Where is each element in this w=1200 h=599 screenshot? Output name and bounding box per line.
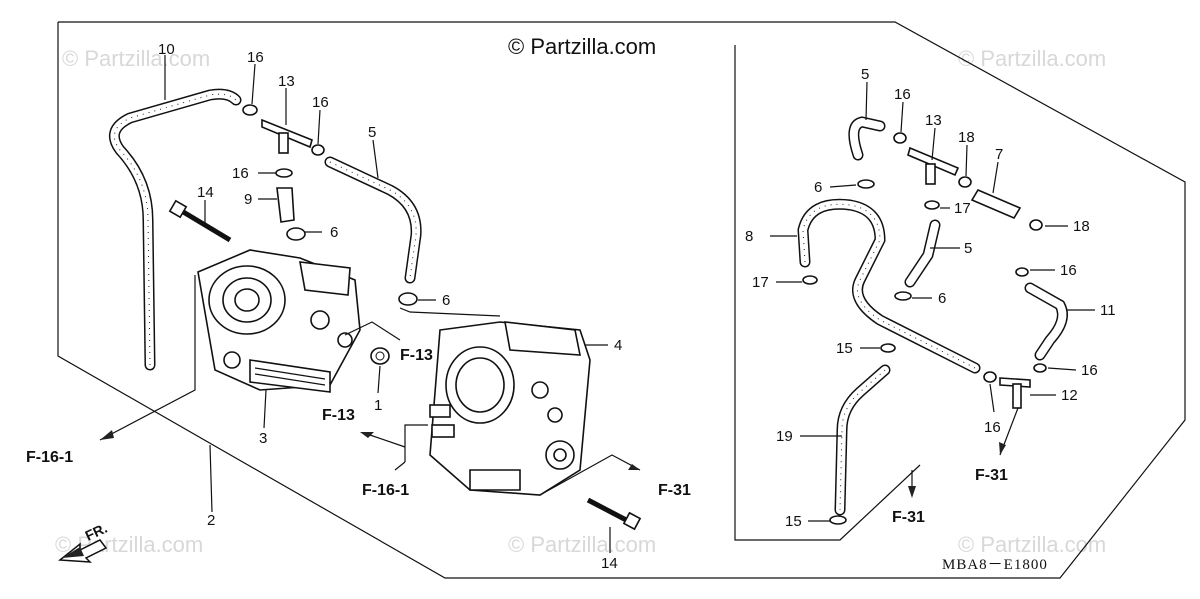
clip-6-a — [286, 227, 306, 241]
clip-16-e — [1015, 267, 1029, 277]
callout-7: 7 — [995, 146, 1003, 163]
callout-4: 4 — [614, 337, 622, 354]
clip-16-a — [242, 104, 258, 116]
ref-f161-mid: F-16-1 — [362, 482, 409, 499]
t-joint-13-right — [907, 146, 960, 185]
clip-6-c — [857, 179, 875, 189]
ref-f31-mid: F-31 — [658, 482, 691, 499]
sub-assembly-frame — [734, 45, 921, 541]
callout-5-b: 5 — [861, 66, 869, 83]
callout-5-a: 5 — [368, 124, 376, 141]
clip-17-b — [802, 275, 818, 285]
hose-8 — [797, 198, 981, 374]
leader-lines-right — [770, 81, 1095, 522]
callout-14-b: 14 — [601, 555, 618, 572]
callout-2: 2 — [207, 512, 215, 529]
clip-6-d — [894, 291, 912, 301]
drawing-code: MBA8－E1800 — [942, 557, 1048, 573]
ref-f31-right-a: F-31 — [975, 467, 1008, 484]
callout-6-d: 6 — [938, 290, 946, 307]
clip-15-a — [880, 343, 896, 353]
carburetor-4 — [429, 321, 591, 496]
ref-f161-left: F-16-1 — [26, 449, 73, 466]
callout-17-b: 17 — [752, 274, 769, 291]
clip-18-b — [1029, 219, 1043, 231]
callout-16-b: 16 — [312, 94, 329, 111]
ref-f31-right-b: F-31 — [892, 509, 925, 526]
callout-8: 8 — [745, 228, 753, 245]
callout-17-a: 17 — [954, 200, 971, 217]
clip-6-b — [398, 292, 418, 306]
hose-5-right-top — [848, 116, 886, 161]
screw-14-bottom — [586, 497, 642, 531]
callout-5-c: 5 — [964, 240, 972, 257]
callout-16-e: 16 — [1060, 262, 1077, 279]
watermark-bottom-right: © Partzilla.com — [958, 532, 1106, 557]
callout-16-f: 16 — [1081, 362, 1098, 379]
callout-6-a: 6 — [330, 224, 338, 241]
clip-17-a — [924, 200, 940, 210]
callout-18-b: 18 — [1073, 218, 1090, 235]
callout-1: 1 — [374, 397, 382, 414]
clip-16-f — [1033, 363, 1047, 373]
callout-15-a: 15 — [836, 340, 853, 357]
screw-14-left — [168, 199, 232, 243]
callout-18-a: 18 — [958, 129, 975, 146]
watermark-bottom-center: © Partzilla.com — [508, 532, 656, 557]
tube-9 — [276, 187, 295, 223]
outer-frame — [57, 21, 1186, 579]
callout-16-c: 16 — [232, 165, 249, 182]
hose-5-left — [324, 156, 422, 284]
t-joint-13-left — [261, 118, 325, 156]
hose-19 — [834, 364, 891, 516]
callout-16-g: 16 — [984, 419, 1001, 436]
watermark-top-left: © Partzilla.com — [62, 46, 210, 71]
ref-f13-a: F-13 — [400, 347, 433, 364]
callout-6-b: 6 — [442, 292, 450, 309]
callout-16-d: 16 — [894, 86, 911, 103]
callout-14-a: 14 — [197, 184, 214, 201]
copyright-header: © Partzilla.com — [508, 34, 656, 59]
callout-19: 19 — [776, 428, 793, 445]
tube-7 — [970, 188, 1022, 220]
watermark-top-right: © Partzilla.com — [958, 46, 1106, 71]
callout-15-b: 15 — [785, 513, 802, 530]
hose-11 — [1024, 282, 1068, 361]
callout-6-c: 6 — [814, 179, 822, 196]
clip-15-b — [829, 515, 847, 525]
carburetor-3 — [197, 249, 361, 393]
callout-16-a: 16 — [247, 49, 264, 66]
clip-18-a — [958, 176, 972, 188]
callout-9: 9 — [244, 191, 252, 208]
o-ring-1-inner — [375, 351, 385, 361]
ref-f13-b: F-13 — [322, 407, 355, 424]
clip-16-d — [893, 132, 907, 144]
hose-10 — [108, 88, 242, 371]
callout-11: 11 — [1100, 302, 1116, 319]
clip-16-c — [275, 168, 293, 178]
callout-12: 12 — [1061, 387, 1078, 404]
callout-3: 3 — [259, 430, 267, 447]
clip-16-g — [983, 371, 997, 383]
callout-10: 10 — [158, 41, 175, 58]
hose-5-right-mid — [904, 219, 941, 288]
t-joint-12 — [999, 377, 1031, 409]
callout-13-b: 13 — [925, 112, 942, 129]
callout-13-a: 13 — [278, 73, 295, 90]
leader-lines-left — [99, 55, 641, 553]
